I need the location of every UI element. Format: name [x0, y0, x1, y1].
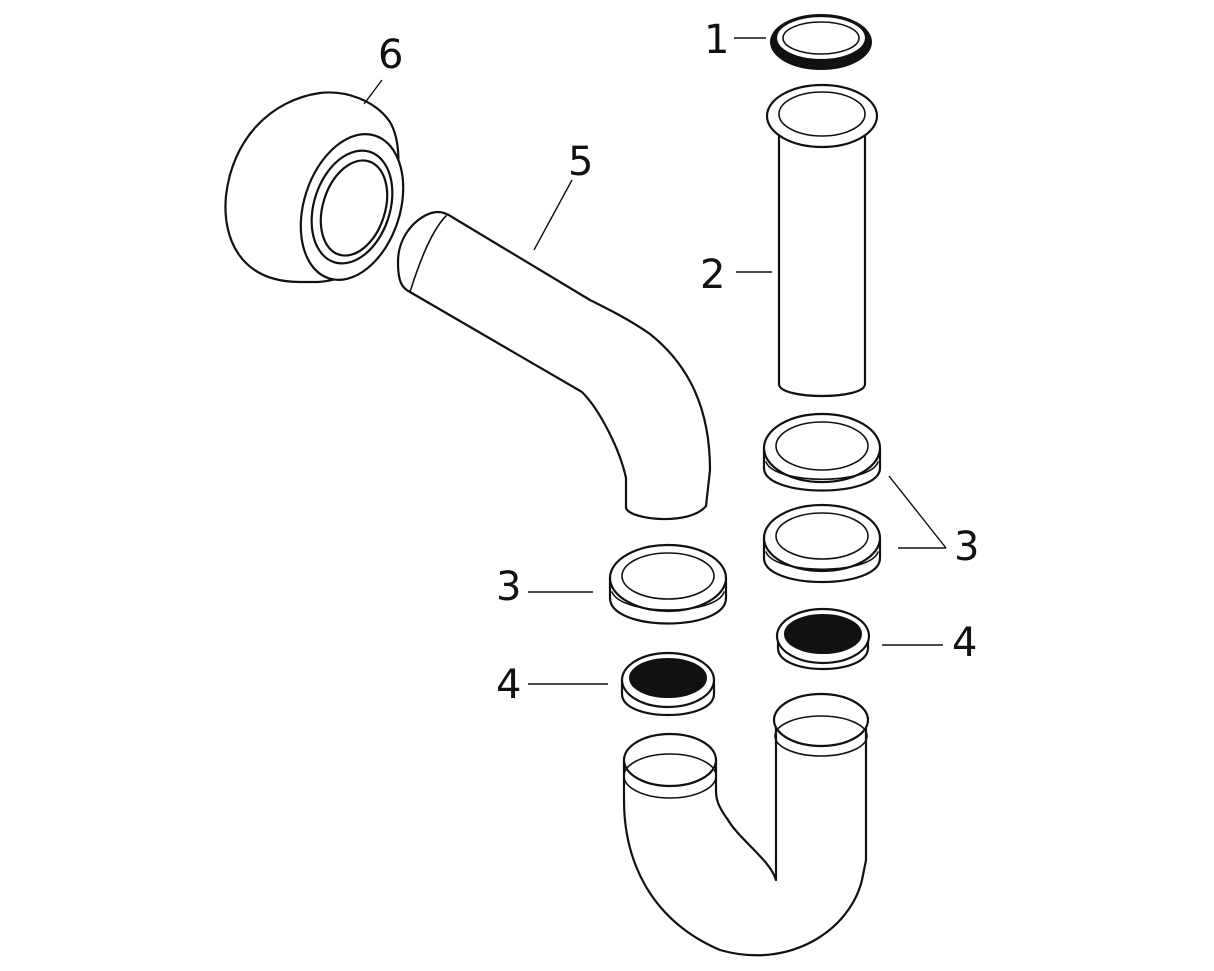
part-5-elbow-pipe — [396, 210, 712, 521]
part-6-wall-rosette — [224, 91, 405, 284]
part-3-nut-left — [608, 543, 728, 625]
part-2-tailpiece — [765, 83, 879, 398]
callout-5: 5 — [568, 139, 593, 185]
callout-numbers: 1 2 3 3 4 4 5 6 — [378, 17, 979, 708]
leader-lines — [363, 37, 947, 685]
callout-4-right: 4 — [952, 620, 977, 666]
leader-5 — [533, 179, 573, 251]
callout-1: 1 — [704, 17, 729, 63]
callout-2: 2 — [700, 252, 725, 298]
callout-4-left: 4 — [496, 662, 521, 708]
part-4-washer-right — [775, 607, 871, 670]
leader-6 — [363, 79, 383, 105]
part-3-nut-upper-right — [762, 412, 882, 492]
p-trap-u-bend — [622, 692, 870, 957]
callout-3-left: 3 — [496, 564, 521, 610]
callout-3-right: 3 — [954, 524, 979, 570]
part-1-seal-ring — [770, 14, 872, 70]
leader-3-upper — [888, 475, 947, 549]
part-4-washer-left — [620, 651, 716, 716]
part-3-nut-lower-right — [762, 503, 882, 584]
callout-6: 6 — [378, 32, 403, 78]
